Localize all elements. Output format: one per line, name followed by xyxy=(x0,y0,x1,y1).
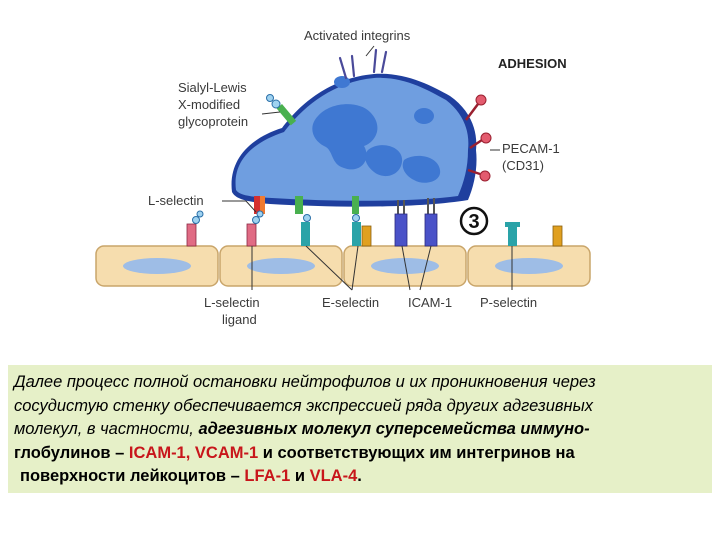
endothelial-layer xyxy=(95,245,591,287)
caption-line-1: Далее процесс полной остановки нейтрофил… xyxy=(14,373,596,391)
l-selectin-ligand-label-2: ligand xyxy=(222,312,257,327)
endothelial-nucleus xyxy=(371,258,439,274)
l-selectin-ligand-molecule xyxy=(246,223,257,247)
adhesion-label: ADHESION xyxy=(498,56,567,71)
caption-line-5: поверхности лейкоцитов – LFA-1 и VLA-4. xyxy=(20,467,362,485)
e-selectin-molecule xyxy=(352,222,361,246)
e-selectin-molecule xyxy=(301,222,310,246)
endothelial-nucleus xyxy=(495,258,563,274)
activated-integrins xyxy=(338,48,388,80)
icam-1-molecule xyxy=(424,213,438,247)
endothelial-nucleus xyxy=(247,258,315,274)
pecam-1-label: PECAM-1 xyxy=(502,141,560,156)
caption-line-4: глобулинов – ICAM-1, VCAM-1 и соответств… xyxy=(14,443,575,462)
icam-1-molecule xyxy=(361,225,372,247)
caption-line-2: сосудистую стенку обеспечивается экспрес… xyxy=(14,396,593,415)
step-number: 3 xyxy=(468,211,479,233)
pecam-1-molecules xyxy=(465,94,492,182)
integrin-green xyxy=(352,196,359,214)
endothelial-nucleus xyxy=(123,258,191,274)
l-selectin-label: L-selectin xyxy=(148,193,204,208)
sialyl-lewis-glycoprotein xyxy=(266,94,297,126)
p-selectin-label: P-selectin xyxy=(480,295,537,310)
leukocyte-nucleus xyxy=(312,76,441,183)
sialyl-lewis-label-2: X-modified xyxy=(178,97,240,112)
sialyl-lewis-label-3: glycoprotein xyxy=(178,114,248,129)
step-number-circle xyxy=(459,206,489,236)
integrin-green xyxy=(295,196,303,214)
activated-integrins-label: Activated integrins xyxy=(304,28,411,43)
l-selectin-ligand-molecule xyxy=(186,223,197,247)
caption-box: Далее процесс полной остановки нейтрофил… xyxy=(8,365,712,493)
caption-line-3: молекул, в частности, адгезивных молекул… xyxy=(14,420,590,438)
p-selectin-molecule xyxy=(552,225,563,247)
p-selectin-molecule xyxy=(508,226,517,246)
leader-lines xyxy=(222,45,513,291)
sialyl-lewis-label-1: Sialyl-Lewis xyxy=(178,80,247,95)
icam-1-molecule xyxy=(394,213,408,247)
l-selectin-molecule xyxy=(254,196,263,214)
e-selectin-label: E-selectin xyxy=(322,295,379,310)
pecam-1-cd31-label: (CD31) xyxy=(502,158,544,173)
endothelial-surface-molecules xyxy=(186,210,563,247)
icam-1-label: ICAM-1 xyxy=(408,295,452,310)
l-selectin-ligand-label-1: L-selectin xyxy=(204,295,260,310)
leukocyte-surface-molecules xyxy=(254,196,435,216)
leukocyte-adhesion-diagram: 3 Activated integrins ADHESION Sialyl-Le… xyxy=(95,28,591,327)
